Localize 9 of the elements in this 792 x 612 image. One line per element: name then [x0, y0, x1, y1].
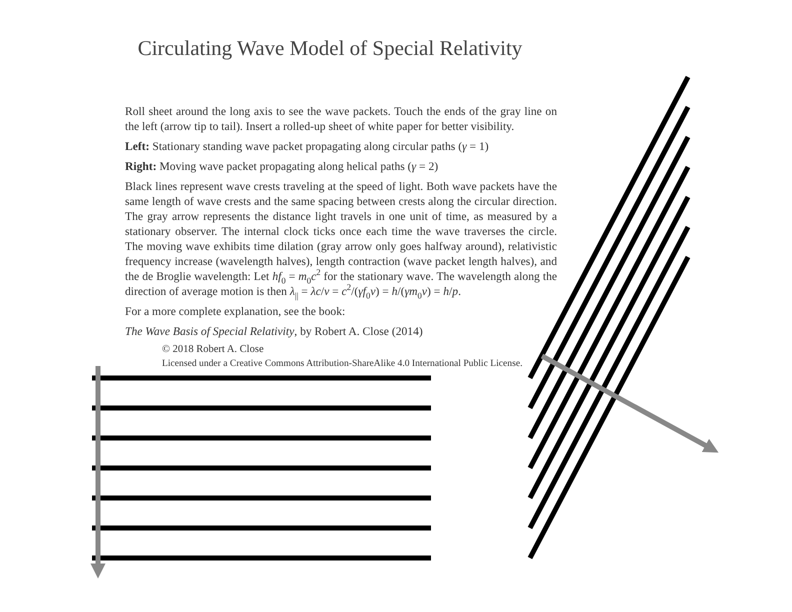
caption-text: Left: Stationary standing wave packet propagating along circular paths (γ = 1)	[125, 139, 490, 154]
explanation-paragraph: Black lines represent wave crests traveling at the speed of light. Both wave packets have the same length of wave crests and the same spacing between crests along the circular direction. The gray arrow represents the distance light travels in one unit of time, as measured by a stationary observer. The internal clock ticks once each time the wave traverses the circle. The moving wave exhibits time dilation (gray arrow only goes halfway around), relativistic frequency increase (wavelength halves), length contraction (wave packet length halves), and the de Broglie wavelength: Let hf$_{0}$ = m$_{0}$c$^{2}$ for the stationary wave. The wavelength along the direction of average motion is then λ$_{||}$ = λc/v = c$^{2}$/(γf$_{0}$v) = h/(γm$_{0}$v) = h/p.	[125, 179, 557, 299]
copyright-text: © 2018 Robert A. Close	[161, 344, 265, 356]
license-text: Licensed under a Creative Commons Attribution-ShareAlike 4.0 International Public License.	[161, 358, 524, 370]
caption-text: Right: Moving wave packet propagating along helical paths (γ = 2)	[125, 159, 440, 174]
title: Circulating Wave Model of Special Relativity	[136, 36, 524, 61]
book-reference: The Wave Basis of Special Relativity, by Robert A. Close (2014)	[125, 324, 424, 339]
instruction-text: Roll sheet around the long axis to see the wave packets. Touch the ends of the gray line on the left (arrow tip to tail). Insert a rolled-up sheet of white paper for better visibility.	[125, 104, 557, 134]
note-text: For a more complete explanation, see the book:	[125, 304, 346, 319]
